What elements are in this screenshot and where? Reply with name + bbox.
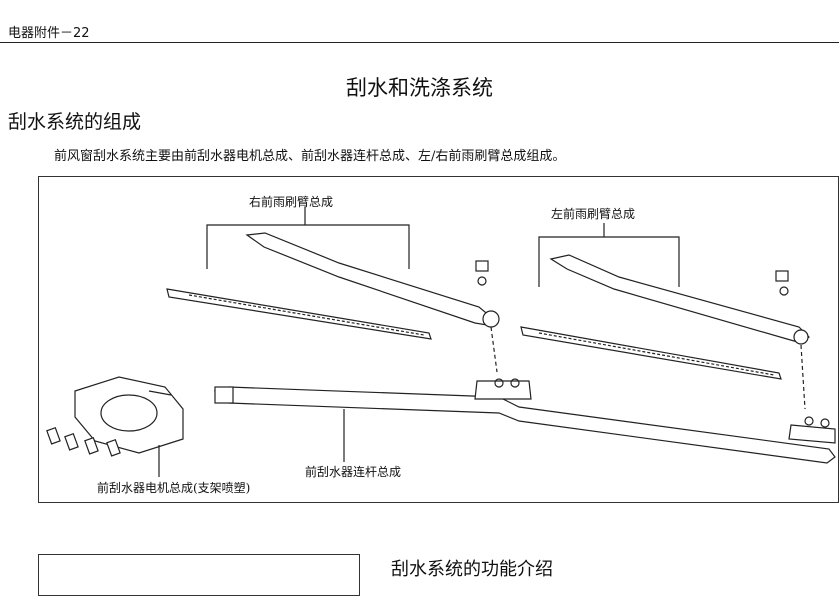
mount-bolt-4 [820,418,830,428]
motor-bolt-1 [46,426,61,445]
motor-bolt-3 [84,436,99,455]
wiper-motor-crank [148,390,172,396]
mount-bolt-2 [510,378,520,388]
mount-bolt-1 [494,378,504,388]
section-heading: 刮水系统的组成 [8,111,142,133]
left-pivot-cap-nut [775,270,789,282]
left-wiper-arm [549,254,810,344]
linkage-end-bracket [214,386,234,404]
left-assembly-dash [800,344,806,410]
mount-bolt-3 [804,416,814,426]
linkage-bar [213,386,836,464]
left-arm-pivot-cap [793,329,809,345]
left-wiper-blade [520,326,782,380]
wiper-illustration [46,207,836,477]
label-left-wiper-arm: 左前雨刷臂总成 [551,207,636,221]
wiper-system-diagram: 右前雨刷臂总成 左前雨刷臂总成 前刮水器连杆总成 前刮水器电机总成(支架喷塑) [38,176,839,503]
motor-bolt-4 [106,438,121,457]
label-wiper-motor: 前刮水器电机总成(支架喷塑) [97,481,251,495]
label-linkage-assembly: 前刮水器连杆总成 [305,465,402,479]
bottom-figure-frame [38,554,360,596]
page-header-section: 电器附件－22 [8,26,90,41]
left-pivot-washer [779,286,789,296]
label-right-wiper-arm: 右前雨刷臂总成 [249,195,334,209]
next-section-heading: 刮水系统的功能介绍 [391,559,553,580]
body-paragraph: 前风窗刮水系统主要由前刮水器电机总成、前刮水器连杆总成、左/右前雨刷臂总成组成。 [54,149,566,164]
linkage-left-pivot-mount [788,424,836,444]
wiper-motor-housing [100,394,158,432]
header-rule [0,42,839,43]
left-arm-callout-bracket [538,236,680,287]
right-pivot-washer [477,276,487,286]
page-title: 刮水和洗涤系统 [346,76,493,100]
motor-bolt-2 [64,432,79,451]
right-arm-pivot-cap [482,310,500,328]
right-arm-callout-bracket [206,224,410,269]
right-assembly-dash [490,326,498,373]
right-pivot-cap-nut [475,260,489,272]
